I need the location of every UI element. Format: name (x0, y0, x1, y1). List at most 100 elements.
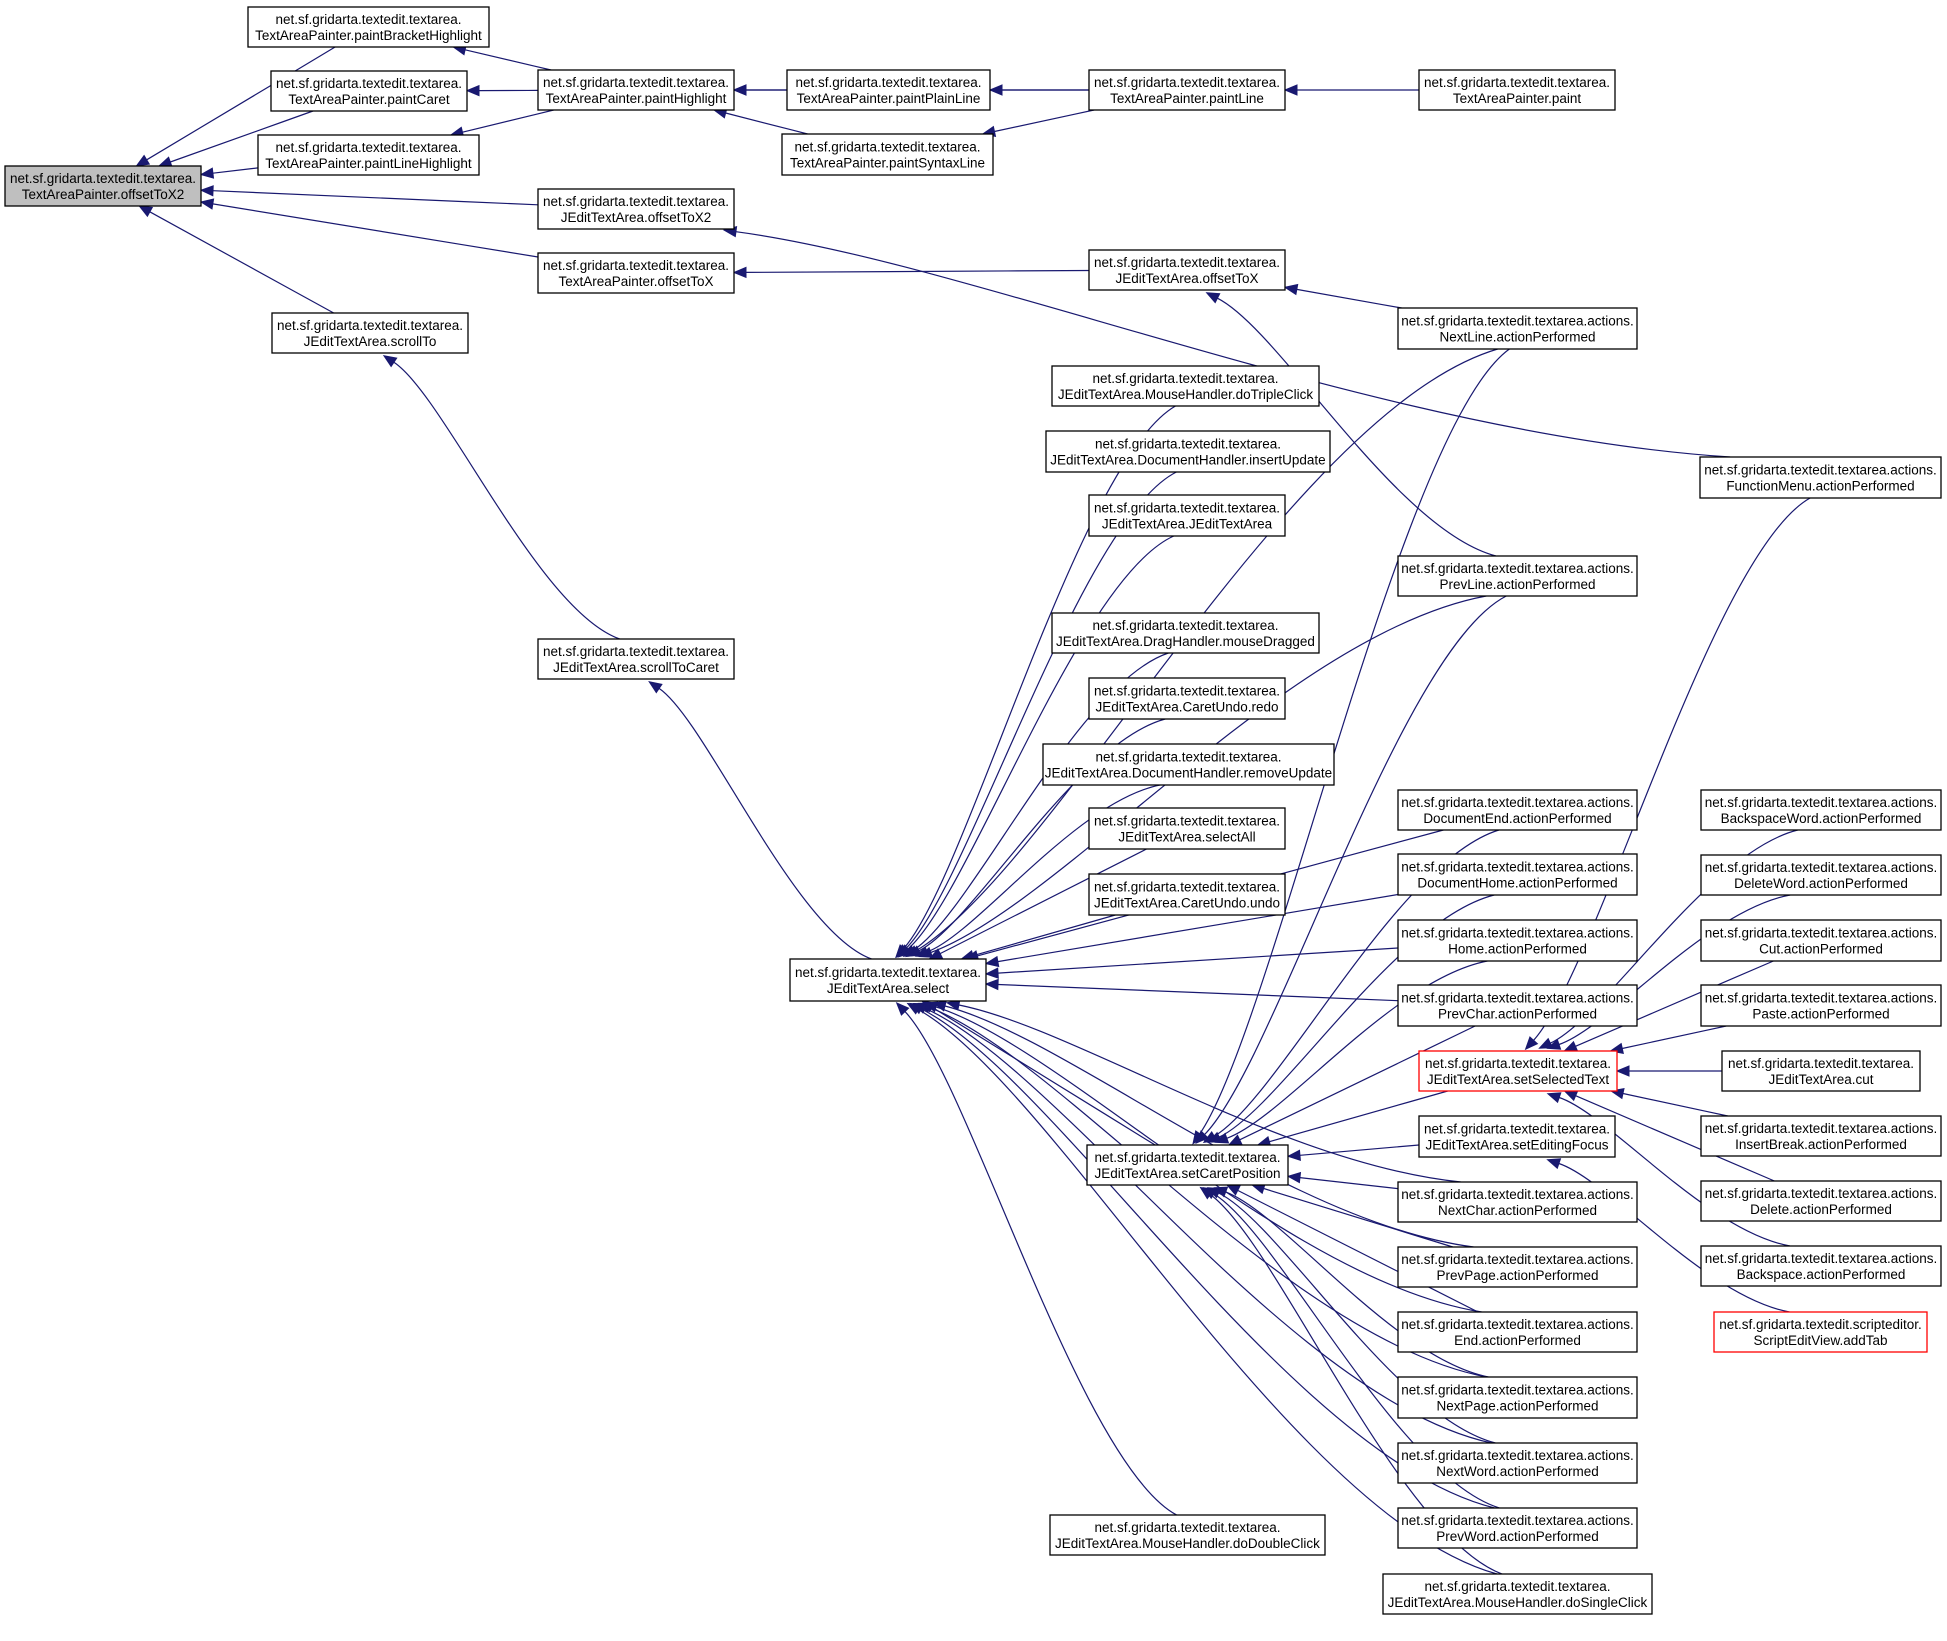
graph-node-dh[interactable]: net.sf.gridarta.textedit.textarea.action… (1397, 853, 1638, 896)
node-box[interactable] (247, 6, 490, 48)
node-box[interactable] (1397, 555, 1638, 597)
graph-node-dtc[interactable]: net.sf.gridarta.textedit.textarea.JEditT… (1051, 365, 1320, 407)
graph-node-psl[interactable]: net.sf.gridarta.textedit.textarea.TextAr… (781, 133, 994, 176)
graph-node-paste[interactable]: net.sf.gridarta.textedit.textarea.action… (1700, 984, 1942, 1027)
graph-node-pw[interactable]: net.sf.gridarta.textedit.textarea.action… (1397, 1507, 1638, 1549)
graph-node-np[interactable]: net.sf.gridarta.textedit.textarea.action… (1397, 1376, 1638, 1419)
graph-node-plh[interactable]: net.sf.gridarta.textedit.textarea.TextAr… (257, 134, 480, 176)
node-box[interactable] (1721, 1050, 1921, 1092)
node-box[interactable] (789, 958, 987, 1002)
graph-node-pp[interactable]: net.sf.gridarta.textedit.textarea.action… (1397, 1246, 1638, 1288)
graph-node-redo[interactable]: net.sf.gridarta.textedit.textarea.JEditT… (1088, 677, 1286, 720)
node-box[interactable] (1700, 919, 1942, 962)
graph-node-jcut[interactable]: net.sf.gridarta.textedit.textarea.JEditT… (1721, 1050, 1921, 1092)
node-box[interactable] (1088, 873, 1286, 916)
node-box[interactable] (257, 134, 480, 176)
graph-node-jox[interactable]: net.sf.gridarta.textedit.textarea.JEditT… (1088, 249, 1286, 291)
node-box[interactable] (1700, 1245, 1942, 1287)
node-box[interactable] (1700, 1115, 1942, 1157)
node-box[interactable] (271, 312, 469, 354)
graph-node-root[interactable]: net.sf.gridarta.textedit.textarea.TextAr… (4, 165, 202, 207)
node-box[interactable] (1418, 69, 1616, 111)
graph-node-ph[interactable]: net.sf.gridarta.textedit.textarea.TextAr… (537, 69, 735, 111)
node-box[interactable] (1418, 1050, 1618, 1092)
node-box[interactable] (1397, 789, 1638, 831)
graph-node-pbh[interactable]: net.sf.gridarta.textedit.textarea.TextAr… (247, 6, 490, 48)
node-box[interactable] (1397, 984, 1638, 1027)
node-box[interactable] (1397, 307, 1638, 350)
graph-node-dw[interactable]: net.sf.gridarta.textedit.textarea.action… (1700, 854, 1942, 896)
node-box[interactable] (1397, 1311, 1638, 1353)
graph-node-nl[interactable]: net.sf.gridarta.textedit.textarea.action… (1397, 307, 1638, 350)
graph-node-bs[interactable]: net.sf.gridarta.textedit.textarea.action… (1700, 1245, 1942, 1287)
node-box[interactable] (1397, 1181, 1638, 1223)
graph-node-cut[interactable]: net.sf.gridarta.textedit.textarea.action… (1700, 919, 1942, 962)
node-box[interactable] (537, 252, 735, 294)
node-box[interactable] (1700, 1180, 1942, 1222)
node-box[interactable] (1088, 494, 1286, 537)
graph-node-end[interactable]: net.sf.gridarta.textedit.textarea.action… (1397, 1311, 1638, 1353)
graph-node-del[interactable]: net.sf.gridarta.textedit.textarea.action… (1700, 1180, 1942, 1222)
node-box[interactable] (1397, 919, 1638, 962)
graph-node-undo[interactable]: net.sf.gridarta.textedit.textarea.JEditT… (1088, 873, 1286, 916)
node-box[interactable] (1699, 456, 1942, 499)
graph-node-pvl[interactable]: net.sf.gridarta.textedit.textarea.action… (1397, 555, 1638, 597)
node-box[interactable] (1700, 984, 1942, 1027)
node-box[interactable] (1397, 1442, 1638, 1484)
node-box[interactable] (1042, 743, 1335, 786)
node-box[interactable] (537, 188, 735, 230)
graph-node-pc[interactable]: net.sf.gridarta.textedit.textarea.TextAr… (270, 70, 468, 112)
node-box[interactable] (537, 69, 735, 111)
graph-node-bw[interactable]: net.sf.gridarta.textedit.textarea.action… (1700, 789, 1942, 831)
graph-node-scp[interactable]: net.sf.gridarta.textedit.textarea.JEditT… (1086, 1144, 1289, 1186)
node-box[interactable] (786, 69, 991, 111)
node-box[interactable] (1051, 612, 1320, 654)
graph-node-nw[interactable]: net.sf.gridarta.textedit.textarea.action… (1397, 1442, 1638, 1484)
graph-node-de[interactable]: net.sf.gridarta.textedit.textarea.action… (1397, 789, 1638, 831)
node-box[interactable] (781, 133, 994, 176)
graph-node-jox2[interactable]: net.sf.gridarta.textedit.textarea.JEditT… (537, 188, 735, 230)
node-box[interactable] (1051, 365, 1320, 407)
graph-node-sst[interactable]: net.sf.gridarta.textedit.textarea.JEditT… (1418, 1050, 1618, 1092)
node-box[interactable] (1088, 807, 1286, 850)
graph-node-ddc[interactable]: net.sf.gridarta.textedit.textarea.JEditT… (1049, 1514, 1326, 1556)
node-box[interactable] (1397, 1507, 1638, 1549)
graph-node-ppl[interactable]: net.sf.gridarta.textedit.textarea.TextAr… (786, 69, 991, 111)
graph-node-md[interactable]: net.sf.gridarta.textedit.textarea.JEditT… (1051, 612, 1320, 654)
node-box[interactable] (1045, 430, 1331, 473)
node-box[interactable] (1397, 853, 1638, 896)
graph-node-home[interactable]: net.sf.gridarta.textedit.textarea.action… (1397, 919, 1638, 962)
graph-node-fm[interactable]: net.sf.gridarta.textedit.textarea.action… (1699, 456, 1942, 499)
graph-node-jta[interactable]: net.sf.gridarta.textedit.textarea.JEditT… (1088, 494, 1286, 537)
node-box[interactable] (1397, 1376, 1638, 1419)
node-box[interactable] (1088, 69, 1286, 111)
graph-node-stc[interactable]: net.sf.gridarta.textedit.textarea.JEditT… (537, 638, 735, 680)
node-box[interactable] (1086, 1144, 1289, 1186)
node-box[interactable] (1088, 677, 1286, 720)
node-box[interactable] (1088, 249, 1286, 291)
node-box[interactable] (1418, 1115, 1616, 1158)
node-box[interactable] (4, 165, 202, 207)
graph-node-nch[interactable]: net.sf.gridarta.textedit.textarea.action… (1397, 1181, 1638, 1223)
graph-node-iu[interactable]: net.sf.gridarta.textedit.textarea.JEditT… (1045, 430, 1331, 473)
node-box[interactable] (1382, 1573, 1653, 1615)
graph-node-ib[interactable]: net.sf.gridarta.textedit.textarea.action… (1700, 1115, 1942, 1157)
graph-node-sel[interactable]: net.sf.gridarta.textedit.textarea.JEditT… (789, 958, 987, 1002)
graph-node-sa[interactable]: net.sf.gridarta.textedit.textarea.JEditT… (1088, 807, 1286, 850)
graph-node-st[interactable]: net.sf.gridarta.textedit.textarea.JEditT… (271, 312, 469, 354)
graph-node-pl[interactable]: net.sf.gridarta.textedit.textarea.TextAr… (1088, 69, 1286, 111)
graph-node-pch[interactable]: net.sf.gridarta.textedit.textarea.action… (1397, 984, 1638, 1027)
graph-node-paint[interactable]: net.sf.gridarta.textedit.textarea.TextAr… (1418, 69, 1616, 111)
graph-node-dsc[interactable]: net.sf.gridarta.textedit.textarea.JEditT… (1382, 1573, 1653, 1615)
graph-node-addtab[interactable]: net.sf.gridarta.textedit.scripteditor.Sc… (1713, 1311, 1928, 1353)
node-box[interactable] (537, 638, 735, 680)
node-box[interactable] (1397, 1246, 1638, 1288)
node-box[interactable] (1049, 1514, 1326, 1556)
node-box[interactable] (270, 70, 468, 112)
node-box[interactable] (1713, 1311, 1928, 1353)
graph-node-ru[interactable]: net.sf.gridarta.textedit.textarea.JEditT… (1042, 743, 1335, 786)
node-box[interactable] (1700, 789, 1942, 831)
graph-node-sef[interactable]: net.sf.gridarta.textedit.textarea.JEditT… (1418, 1115, 1616, 1158)
graph-node-tox[interactable]: net.sf.gridarta.textedit.textarea.TextAr… (537, 252, 735, 294)
node-box[interactable] (1700, 854, 1942, 896)
